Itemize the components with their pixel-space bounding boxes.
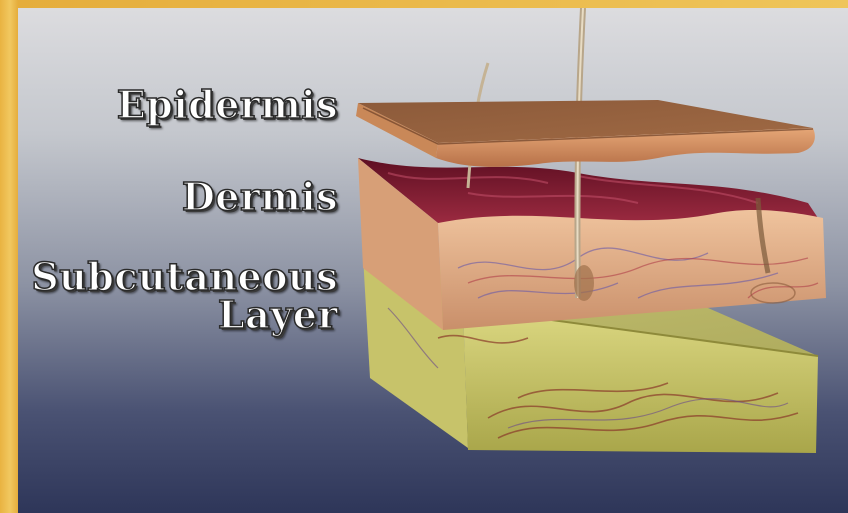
label-subcutaneous-line1: Subcutaneous [31, 258, 338, 296]
label-subcutaneous-line2: Layer [31, 296, 338, 334]
dermis-layer-block [358, 158, 826, 330]
skin-layers-diagram: Epidermis Dermis Subcutaneous Layer [18, 8, 848, 513]
label-dermis: Dermis [182, 178, 338, 216]
label-subcutaneous-layer: Subcutaneous Layer [31, 258, 338, 334]
label-epidermis: Epidermis [117, 86, 338, 124]
epidermis-layer-block [356, 100, 815, 167]
